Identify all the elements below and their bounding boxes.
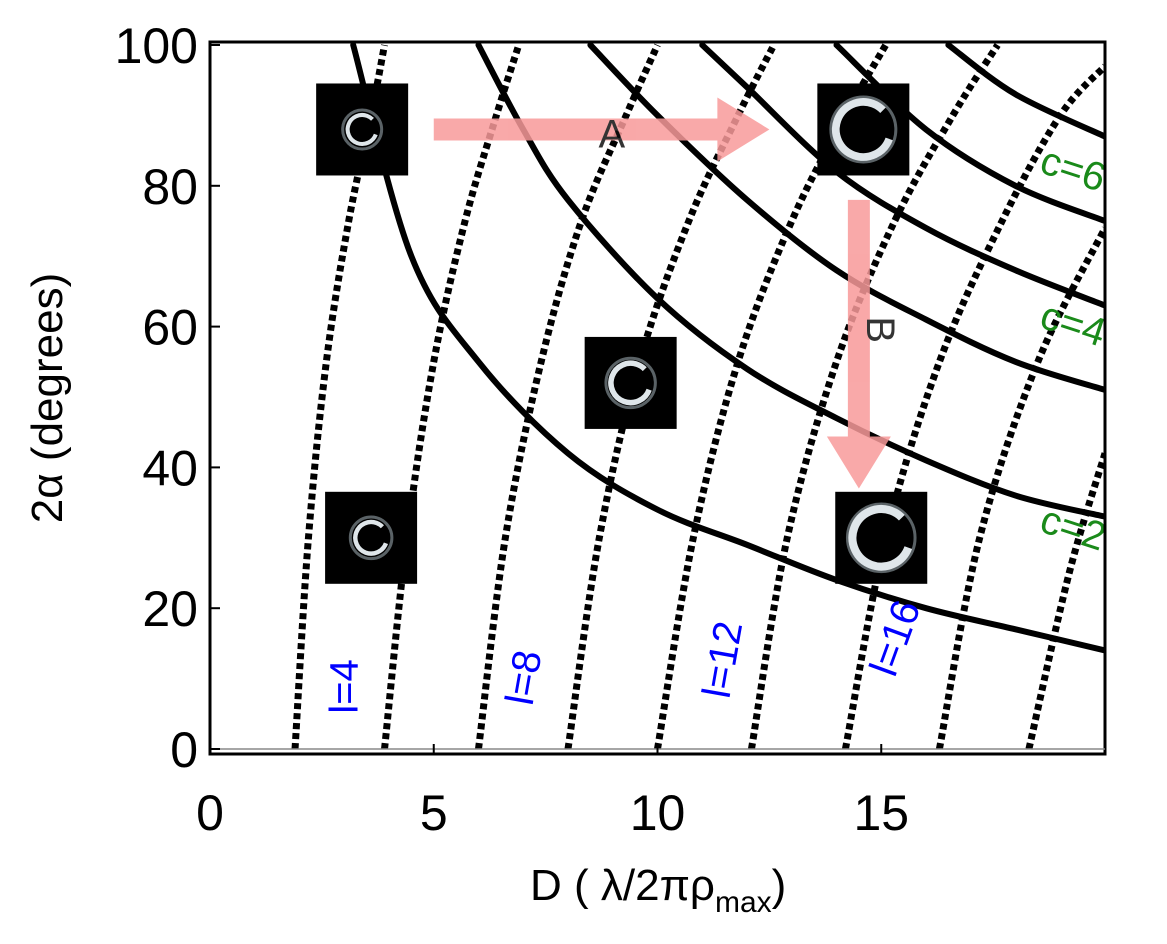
- inset-layer: [316, 83, 928, 584]
- x-tick-label: 15: [853, 785, 909, 841]
- dotted-curve-2: [381, 43, 523, 750]
- ring-image-inset-2: [325, 491, 418, 584]
- inset-ring: [848, 504, 915, 571]
- dotted-curve-6: [748, 43, 1001, 750]
- inset-background: [316, 83, 409, 176]
- y-tick-label: 20: [142, 581, 198, 637]
- arrow-shape: [433, 97, 770, 162]
- solid-curve-4: [699, 42, 1105, 309]
- ring-image-inset-3: [584, 336, 677, 429]
- ring-image-inset-4: [817, 83, 910, 176]
- inset-ring: [831, 98, 895, 161]
- x-tick-label: 10: [630, 785, 686, 841]
- tick-layer: 0 5 10 15 0 20 40 60 80 100: [115, 18, 910, 841]
- inset-background: [325, 491, 418, 584]
- inset-background: [584, 336, 677, 429]
- x-axis-title: D ( λ/2πρmax): [530, 861, 786, 919]
- c-label-1: c=2: [1035, 497, 1111, 559]
- inset-halo: [341, 108, 384, 151]
- inset-ring: [345, 112, 379, 147]
- l-label-1: l=4: [323, 659, 367, 714]
- solid-curve-6: [945, 42, 1105, 140]
- solid-curve-5: [833, 42, 1105, 224]
- arrow-shape: [826, 199, 891, 489]
- l-label-3: l=12: [695, 618, 752, 701]
- ring-image-inset-1: [316, 83, 409, 176]
- series-layer: [291, 42, 1105, 750]
- y-tick-label: 40: [142, 440, 198, 496]
- solid-curve-1: [350, 42, 1105, 654]
- inset-ring: [608, 360, 654, 406]
- inset-halo: [348, 515, 394, 561]
- c-label-3: c=6: [1035, 138, 1111, 200]
- y-tick-label: 100: [115, 18, 198, 74]
- x-tick-label: 5: [420, 785, 448, 841]
- x-axis-title-close: ): [772, 861, 787, 910]
- solid-curve-3: [587, 42, 1105, 393]
- l-label-2: l=8: [498, 647, 551, 708]
- inset-halo: [604, 356, 657, 410]
- solid-curve-2: [475, 42, 1105, 520]
- arrow-label-a: A: [598, 112, 625, 156]
- dotted-curve-3: [475, 43, 661, 750]
- arrow-layer: AB: [433, 97, 902, 489]
- y-tick-label: 60: [142, 300, 198, 356]
- y-axis-title: 2α (degrees): [23, 273, 72, 523]
- inset-halo: [829, 95, 898, 164]
- x-tick-label: 0: [196, 785, 224, 841]
- arrow-a: A: [433, 97, 770, 162]
- inset-halo: [845, 502, 917, 574]
- dotted-curve-8: [935, 226, 1105, 750]
- arrow-b: B: [826, 199, 902, 489]
- inset-ring: [353, 519, 390, 556]
- y-tick-label: 0: [170, 722, 198, 778]
- ring-image-inset-5: [835, 491, 928, 584]
- dotted-curve-4: [564, 43, 777, 750]
- x-axis-title-main: D ( λ/2πρ: [530, 861, 715, 910]
- x-axis-title-sub: max: [715, 886, 772, 919]
- dotted-curve-7: [842, 63, 1105, 750]
- dotted-curve-9: [1025, 452, 1105, 750]
- arrow-label-b: B: [858, 316, 902, 343]
- y-tick-label: 80: [142, 159, 198, 215]
